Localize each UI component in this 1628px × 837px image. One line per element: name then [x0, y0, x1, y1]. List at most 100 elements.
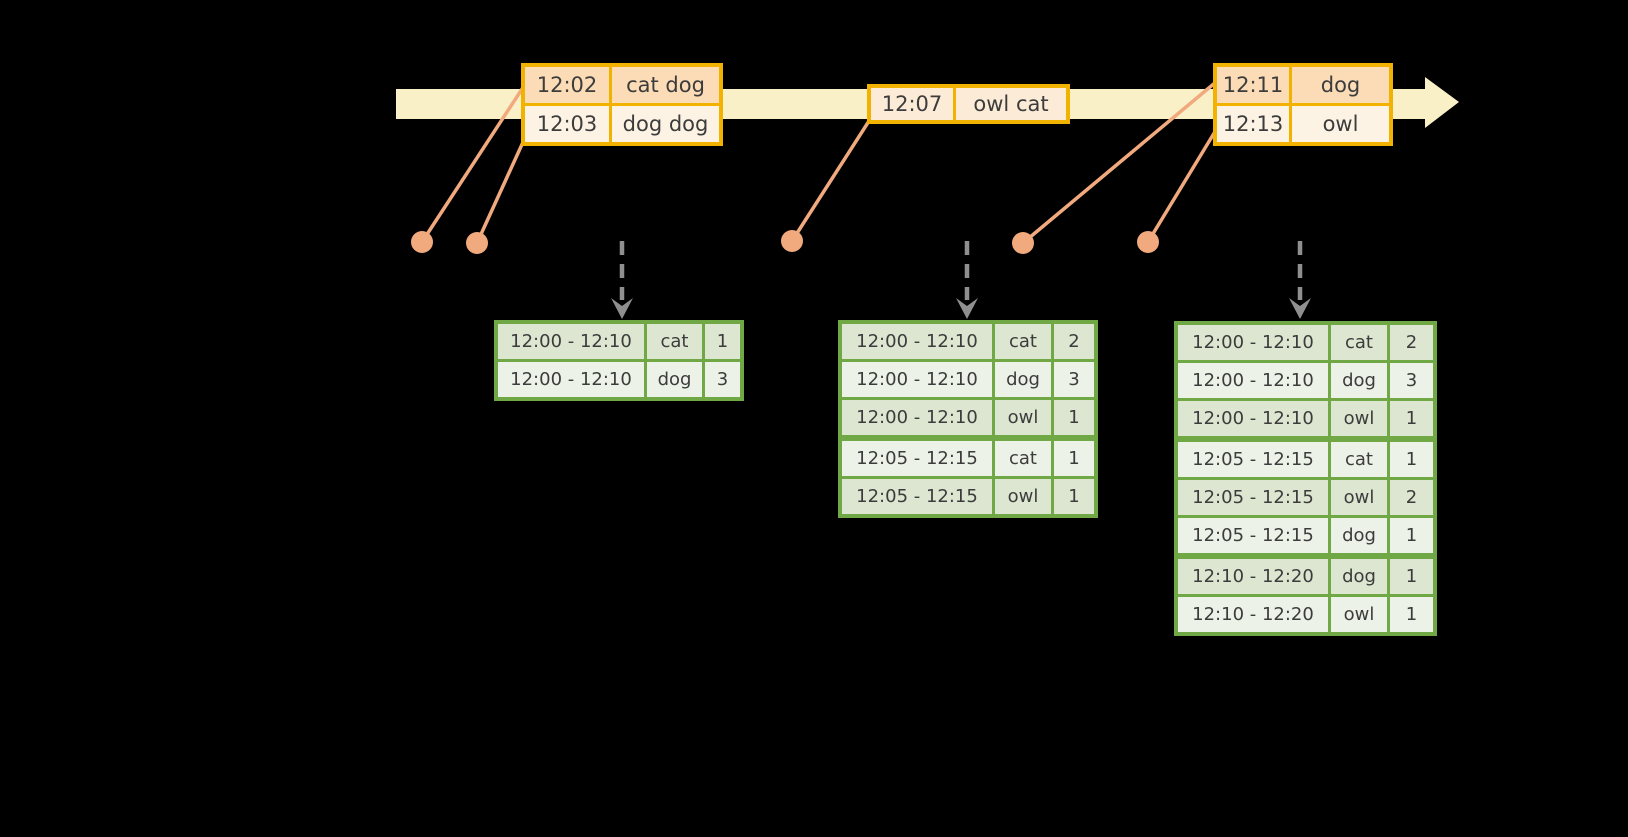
word-cell: dog	[995, 362, 1051, 397]
count-cell: 3	[705, 362, 740, 397]
count-cell: 2	[1054, 324, 1094, 359]
result-row: 12:10 - 12:20 dog 1	[1178, 559, 1433, 594]
word-cell: owl	[1331, 480, 1387, 515]
window-group-12-00: 12:00 - 12:10 cat 2 12:00 - 12:10 dog 3 …	[842, 324, 1094, 435]
trigger-arrowhead	[611, 298, 633, 319]
event-row: 12:03 dog dog	[525, 106, 719, 142]
result-row: 12:05 - 12:15 owl 2	[1178, 480, 1433, 515]
window-cell: 12:00 - 12:10	[498, 362, 644, 397]
event-time-axis-arrowhead	[1425, 77, 1459, 128]
result-table-3: 12:00 - 12:10 cat 2 12:00 - 12:10 dog 3 …	[1174, 321, 1437, 636]
event-row: 12:07 owl cat	[871, 88, 1066, 120]
result-row: 12:00 - 12:10 dog 3	[498, 362, 740, 397]
count-cell: 1	[1390, 597, 1433, 632]
event-words-cell: owl	[1292, 106, 1389, 142]
count-cell: 1	[1390, 518, 1433, 553]
count-cell: 3	[1390, 363, 1433, 398]
event-time-cell: 12:07	[871, 88, 953, 120]
event-row: 12:02 cat dog	[525, 67, 719, 103]
count-cell: 3	[1054, 362, 1094, 397]
event-row: 12:11 dog	[1217, 67, 1389, 103]
event-time-cell: 12:11	[1217, 67, 1289, 103]
result-row: 12:00 - 12:10 owl 1	[842, 400, 1094, 435]
window-cell: 12:10 - 12:20	[1178, 559, 1328, 594]
result-row: 12:10 - 12:20 owl 1	[1178, 597, 1433, 632]
result-row: 12:00 - 12:10 cat 2	[1178, 325, 1433, 360]
result-row: 12:05 - 12:15 cat 1	[1178, 442, 1433, 477]
event-table-1: 12:02 cat dog 12:03 dog dog	[521, 63, 723, 146]
result-row: 12:00 - 12:10 dog 3	[842, 362, 1094, 397]
event-dots	[411, 230, 1159, 254]
event-dot	[1012, 232, 1034, 254]
event-words-cell: dog	[1292, 67, 1389, 103]
result-row: 12:00 - 12:10 owl 1	[1178, 401, 1433, 436]
trigger-arrowhead	[956, 298, 978, 319]
word-cell: owl	[995, 400, 1051, 435]
trigger-arrowhead	[1289, 298, 1311, 319]
event-words-cell: owl cat	[956, 88, 1066, 120]
word-cell: dog	[1331, 559, 1387, 594]
event-dot	[781, 230, 803, 252]
window-group-12-00: 12:00 - 12:10 cat 2 12:00 - 12:10 dog 3 …	[1178, 325, 1433, 436]
event-connector-line	[1021, 80, 1218, 245]
result-row: 12:00 - 12:10 cat 2	[842, 324, 1094, 359]
word-cell: cat	[995, 441, 1051, 476]
window-cell: 12:00 - 12:10	[1178, 401, 1328, 436]
event-connector-line	[420, 85, 526, 243]
event-dot	[466, 232, 488, 254]
event-connector-line	[790, 120, 871, 242]
count-cell: 1	[1390, 442, 1433, 477]
word-cell: owl	[995, 479, 1051, 514]
window-cell: 12:00 - 12:10	[498, 324, 644, 359]
window-cell: 12:05 - 12:15	[1178, 518, 1328, 553]
event-connector-line	[475, 139, 526, 244]
count-cell: 1	[1390, 559, 1433, 594]
window-group-12-10: 12:10 - 12:20 dog 1 12:10 - 12:20 owl 1	[1178, 559, 1433, 632]
count-cell: 2	[1390, 480, 1433, 515]
trigger-arrowheads	[611, 298, 1311, 319]
count-cell: 1	[1054, 479, 1094, 514]
word-cell: owl	[1331, 597, 1387, 632]
result-row: 12:05 - 12:15 cat 1	[842, 441, 1094, 476]
event-time-cell: 12:03	[525, 106, 609, 142]
trigger-arrows	[619, 241, 1303, 300]
event-words-cell: cat dog	[612, 67, 719, 103]
count-cell: 1	[1054, 441, 1094, 476]
window-cell: 12:00 - 12:10	[842, 362, 992, 397]
window-cell: 12:00 - 12:10	[842, 400, 992, 435]
word-cell: owl	[1331, 401, 1387, 436]
word-cell: cat	[995, 324, 1051, 359]
window-group-12-05: 12:05 - 12:15 cat 1 12:05 - 12:15 owl 2 …	[1178, 442, 1433, 553]
event-row: 12:13 owl	[1217, 106, 1389, 142]
event-time-cell: 12:13	[1217, 106, 1289, 142]
event-connector-lines	[420, 80, 1218, 245]
event-time-cell: 12:02	[525, 67, 609, 103]
event-table-2: 12:07 owl cat	[867, 84, 1070, 124]
count-cell: 2	[1390, 325, 1433, 360]
result-row: 12:00 - 12:10 dog 3	[1178, 363, 1433, 398]
window-cell: 12:00 - 12:10	[842, 324, 992, 359]
event-table-3: 12:11 dog 12:13 owl	[1213, 63, 1393, 146]
window-cell: 12:00 - 12:10	[1178, 363, 1328, 398]
window-cell: 12:05 - 12:15	[842, 441, 992, 476]
count-cell: 1	[1054, 400, 1094, 435]
window-cell: 12:05 - 12:15	[1178, 442, 1328, 477]
word-cell: cat	[647, 324, 702, 359]
window-cell: 12:05 - 12:15	[1178, 480, 1328, 515]
word-cell: cat	[1331, 325, 1387, 360]
event-dot	[411, 231, 433, 253]
result-table-2: 12:00 - 12:10 cat 2 12:00 - 12:10 dog 3 …	[838, 320, 1098, 518]
count-cell: 1	[705, 324, 740, 359]
window-cell: 12:00 - 12:10	[1178, 325, 1328, 360]
word-cell: dog	[1331, 518, 1387, 553]
window-group-12-05: 12:05 - 12:15 cat 1 12:05 - 12:15 owl 1	[842, 441, 1094, 514]
result-row: 12:00 - 12:10 cat 1	[498, 324, 740, 359]
window-cell: 12:10 - 12:20	[1178, 597, 1328, 632]
count-cell: 1	[1390, 401, 1433, 436]
event-words-cell: dog dog	[612, 106, 719, 142]
word-cell: dog	[647, 362, 702, 397]
event-dot	[1137, 231, 1159, 253]
event-connector-line	[1146, 129, 1218, 243]
window-group-12-00: 12:00 - 12:10 cat 1 12:00 - 12:10 dog 3	[498, 324, 740, 397]
